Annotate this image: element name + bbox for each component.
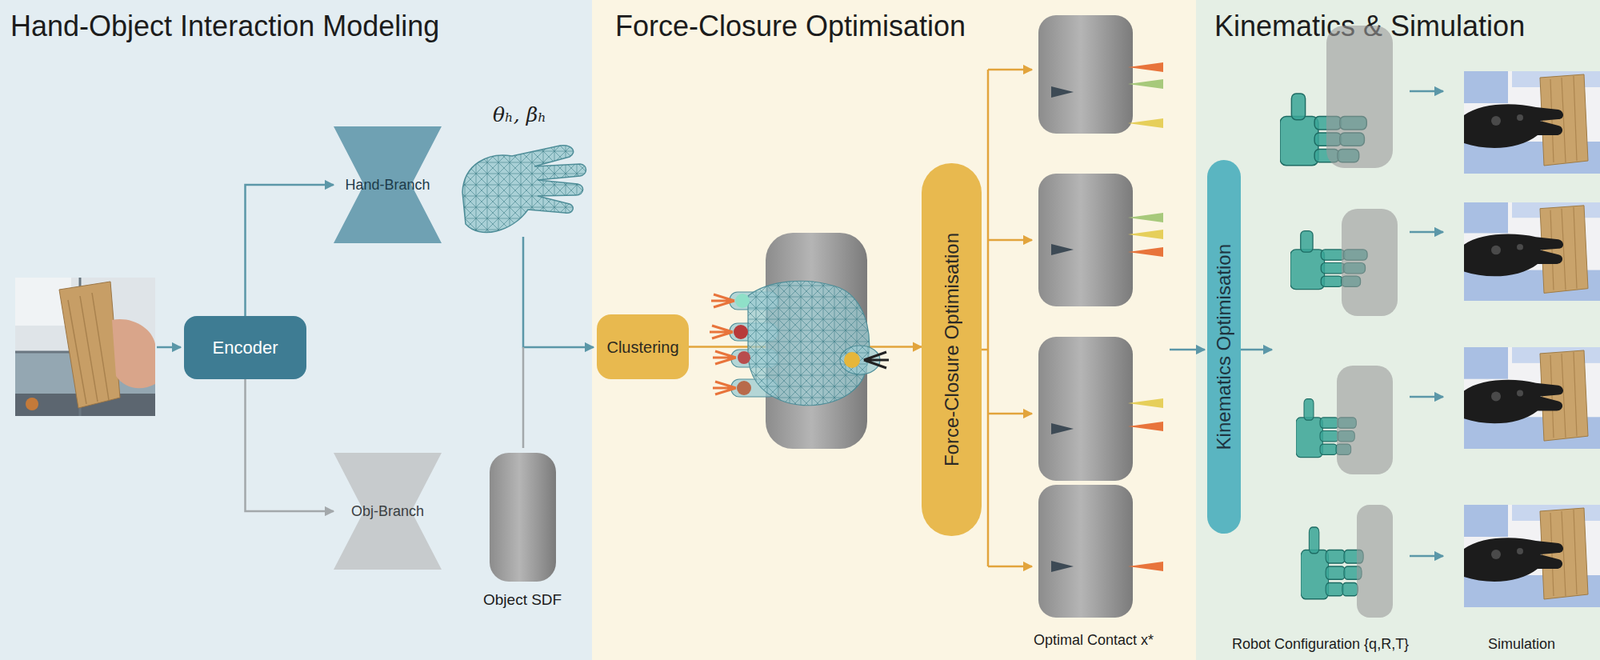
input-photo (112, 319, 156, 388)
object-sdf (489, 452, 556, 582)
optimal-contacts (1038, 15, 1133, 134)
simulation-render (1464, 347, 1600, 449)
node-label: Kinematics Optimisation (1214, 244, 1234, 450)
figure-label: Object SDF (483, 591, 562, 609)
optimal-contacts (1038, 173, 1133, 307)
section-heading: Force-Closure Optimisation (615, 9, 966, 43)
clustered-contacts (748, 280, 870, 405)
fan-out-arrows (988, 68, 1032, 72)
simulation-render (1464, 71, 1600, 174)
node-label: Obj-Branch (351, 504, 424, 519)
clustered-contacts (729, 280, 880, 405)
flow-arrow (156, 346, 181, 349)
fan-out-arrows (988, 565, 1032, 568)
robot-configurations (1326, 25, 1393, 168)
flow-arrow (1409, 90, 1444, 93)
section-heading: Hand-Object Interaction Modeling (10, 9, 440, 43)
flow-arrow (1240, 348, 1272, 352)
fan-out-arrows (988, 412, 1032, 416)
simulation-render (1464, 202, 1600, 301)
input-photo (15, 277, 156, 416)
process-box: Clustering (596, 314, 689, 380)
optimal-contacts (1038, 484, 1133, 618)
clustered-contacts (735, 293, 750, 308)
flow-arrow (1169, 348, 1205, 352)
clustered-contacts (748, 280, 870, 405)
clustered-contacts (736, 380, 752, 396)
input-photo (59, 281, 120, 408)
input-photo (15, 277, 156, 416)
flow-arrow (1409, 231, 1444, 234)
clustered-contacts (737, 351, 751, 364)
input-photo (68, 292, 109, 404)
input-photo (15, 277, 156, 416)
merge-lines (522, 347, 525, 448)
optimal-contacts (1038, 336, 1133, 481)
clustered-contacts (844, 352, 860, 368)
input-photo (25, 397, 39, 411)
clustered-contacts (733, 324, 748, 340)
node-label: Hand-Branch (344, 177, 430, 192)
flow-arrow (1409, 555, 1444, 558)
optimal-contacts (1051, 560, 1074, 572)
optimal-contacts (1051, 423, 1074, 435)
branch-shape (333, 126, 442, 244)
network-branch: Obj-Branch (333, 452, 442, 570)
robot-configurations (1356, 504, 1393, 618)
figure-label: Simulation (1488, 636, 1556, 653)
stage-pill: Kinematics Optimisation (1207, 160, 1241, 534)
figure-label: Robot Configuration {q,R,T} (1232, 636, 1409, 653)
optimal-contacts (1051, 244, 1074, 256)
network-branch: Hand-Branch (333, 126, 442, 244)
flow-arrow (1409, 396, 1444, 399)
process-box: Encoder (184, 316, 307, 380)
node-label: Encoder (212, 339, 279, 357)
optimal-contacts (1051, 86, 1074, 98)
node-label: Force-Closure Optimisation (942, 232, 962, 467)
node-label: Clustering (606, 339, 679, 356)
robot-configurations (1341, 208, 1398, 316)
robot-configurations (1336, 365, 1393, 475)
figure-label: θₕ, βₕ (492, 104, 547, 128)
figure-label: Optimal Contact x* (1033, 632, 1154, 649)
stage-pill: Force-Closure Optimisation (921, 163, 982, 536)
fan-out-arrows (988, 239, 1032, 242)
simulation-render (1464, 504, 1600, 608)
branch-shape (333, 452, 442, 570)
